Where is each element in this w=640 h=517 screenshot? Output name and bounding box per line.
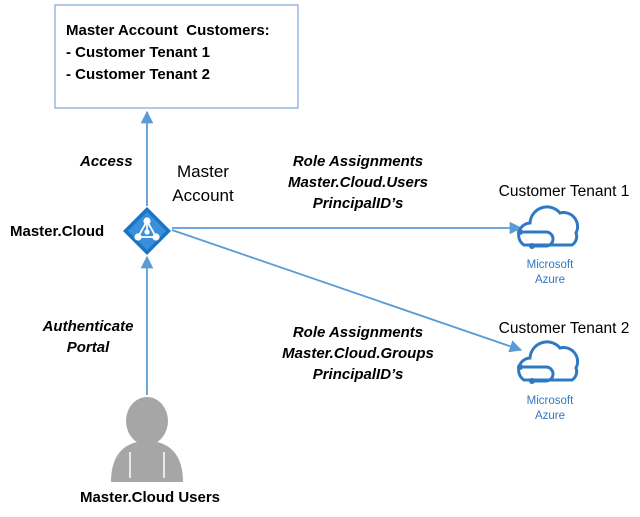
azure-cloud-icon [517,205,580,249]
connectors [140,110,523,395]
access-label: Access [79,153,133,170]
customers-box-item-1: - Customer Tenant 1 [66,44,210,61]
role-assignments-groups-line-3: PrincipalID’s [313,366,404,383]
authenticate-label-line-2: Portal [67,339,110,356]
role-assignments-groups-line-1: Role Assignments [293,324,423,341]
tenant-2-logo-line-1: Microsoft [527,395,574,407]
role-assignments-groups-line-2: Master.Cloud.Groups [282,345,434,362]
role-assignments-users-line-2: Master.Cloud.Users [288,174,428,191]
azure-cloud-icon [517,340,580,384]
customers-box-title: Master Account Customers: [66,22,270,39]
customers-box-item-2: - Customer Tenant 2 [66,66,210,83]
tenant-2-name: Customer Tenant 2 [499,320,630,337]
tenant-1-name: Customer Tenant 1 [499,183,630,200]
master-account-label-line-1: Master [177,162,229,181]
tenant-2-logo-line-2: Azure [535,410,565,422]
role-assignments-users-line-1: Role Assignments [293,153,423,170]
users-label: Master.Cloud Users [80,489,220,506]
customers-box-frame [54,4,299,109]
master-account-label-line-2: Account [172,186,234,205]
role-assignments-users-line-3: PrincipalID’s [313,195,404,212]
tenant-2: Customer Tenant 2 Microsoft Azure [499,320,630,422]
azure-ad-diamond-icon [123,207,171,255]
master-cloud-label: Master.Cloud [10,223,104,240]
tenant-1-logo-line-2: Azure [535,274,565,286]
tenant-1-logo-line-1: Microsoft [527,259,574,271]
customers-box: Master Account Customers: - Customer Ten… [54,4,299,109]
authenticate-label-line-1: Authenticate [42,318,134,335]
tenant-2-arrow [171,229,523,353]
tenant-1: Customer Tenant 1 Microsoft Azure [499,183,630,286]
user-silhouette-icon [111,397,183,482]
